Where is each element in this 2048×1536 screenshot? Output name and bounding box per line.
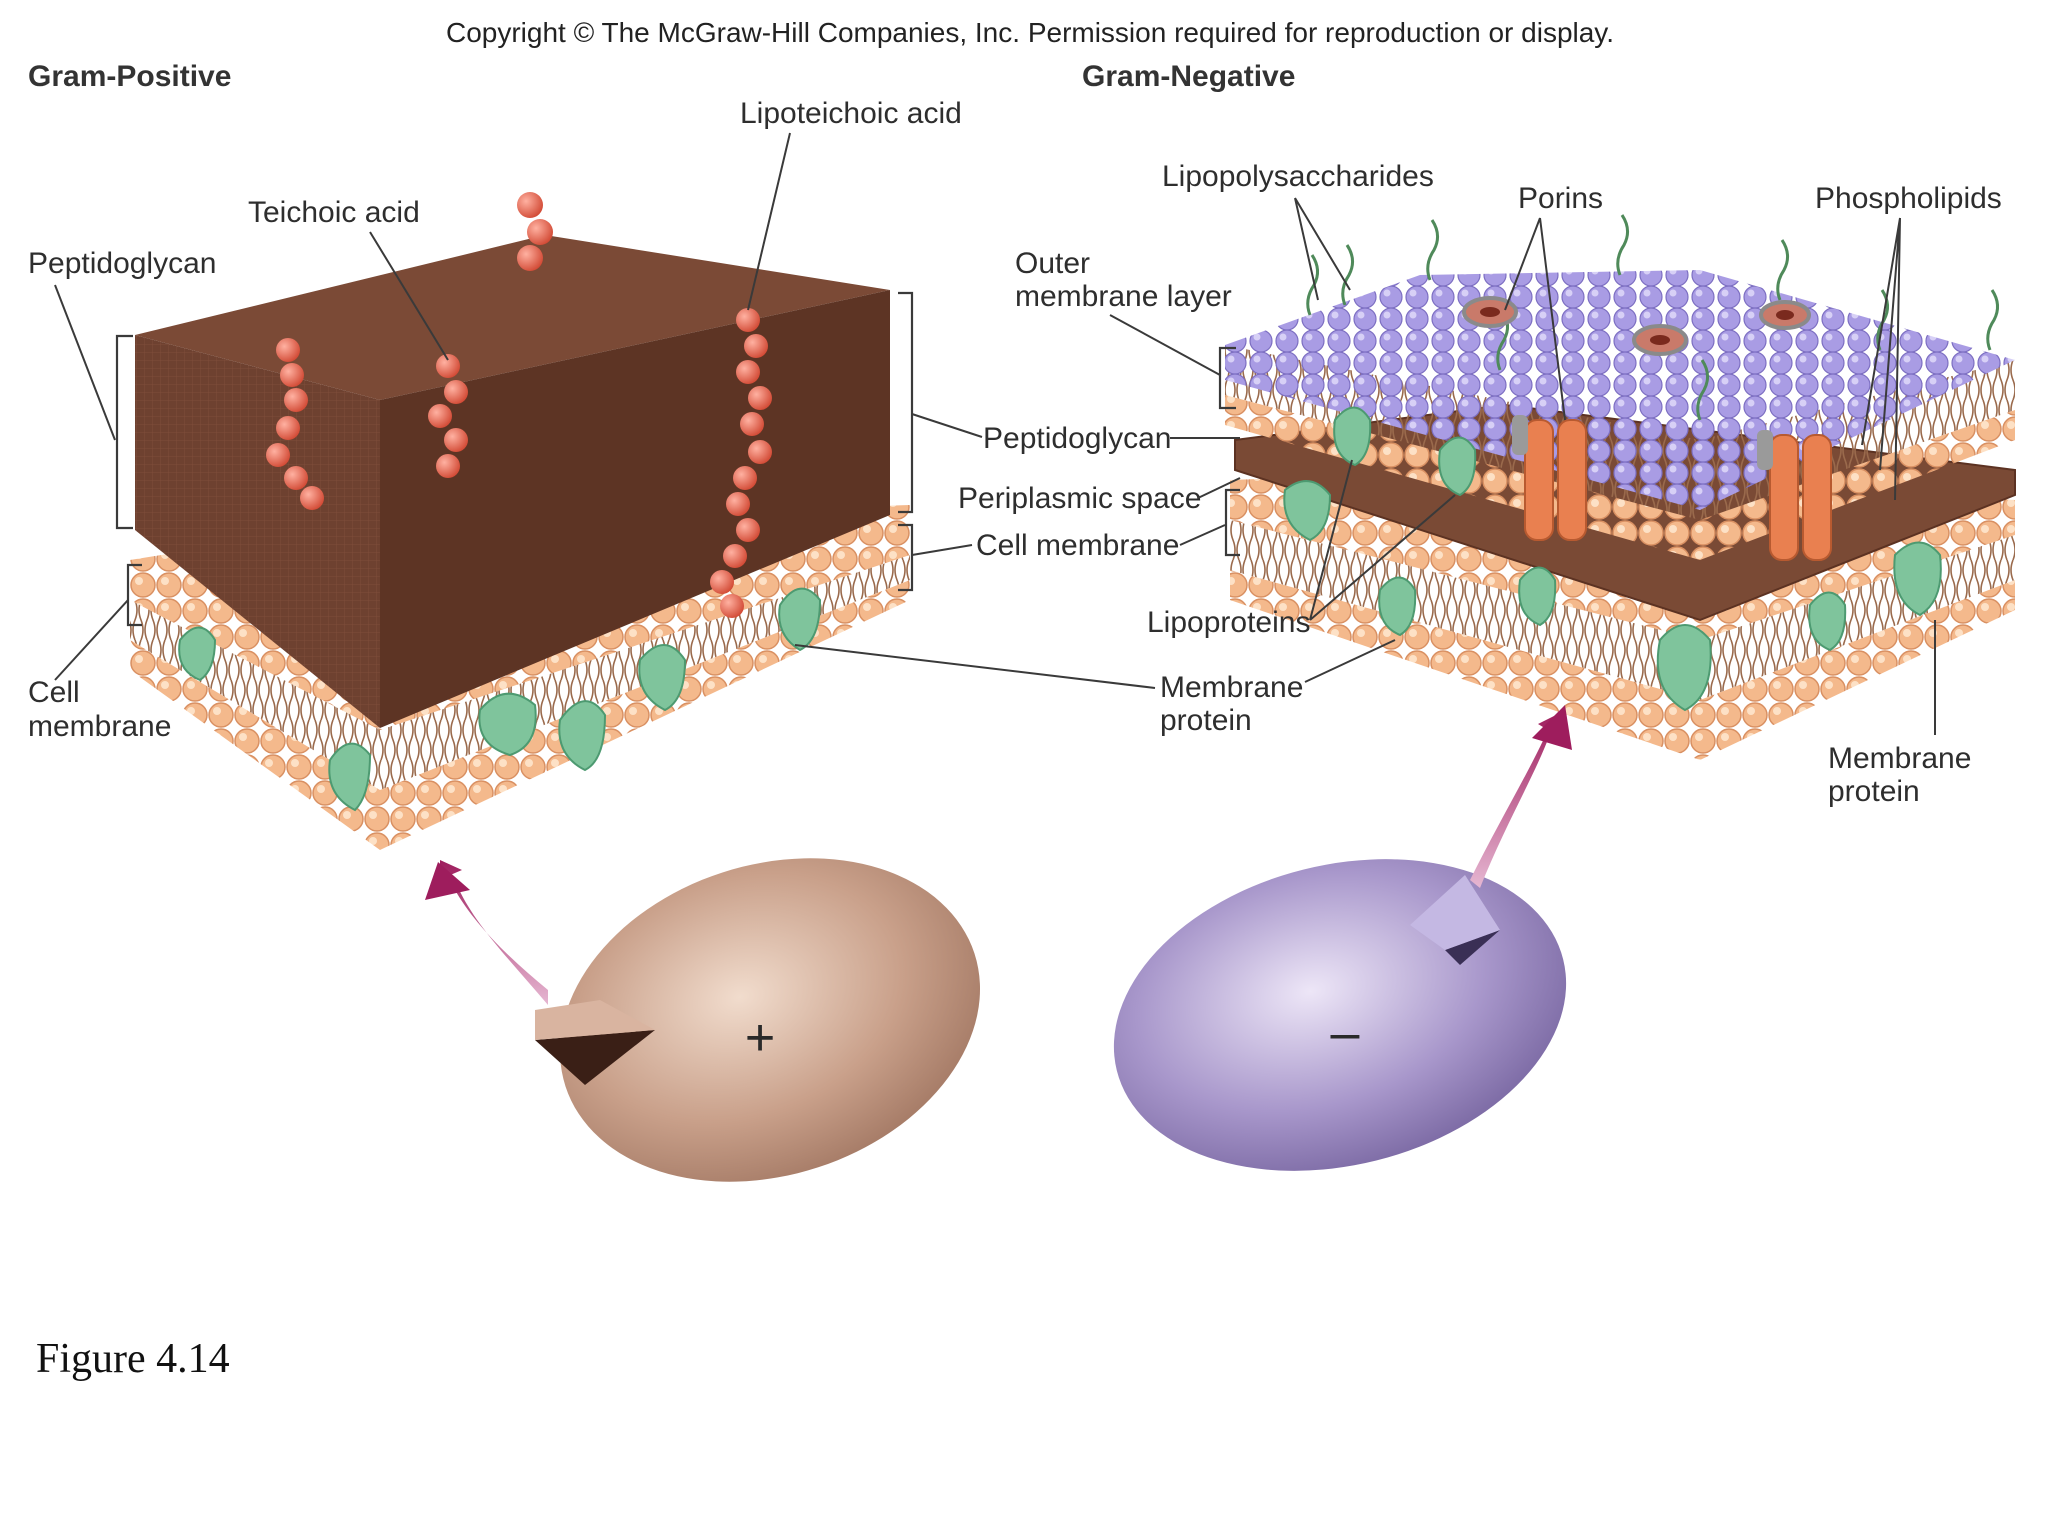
gp-membrane-protein: [778, 587, 822, 652]
gn-label-periplasmic-space: Periplasmic space: [958, 482, 1201, 515]
gp-label-cell-membrane-2: membrane: [28, 710, 171, 743]
gn-membrane-protein: [1893, 541, 1942, 617]
gp-membrane-protein: [478, 692, 537, 757]
gram-negative-heading: Gram-Negative: [1082, 60, 1295, 93]
gn-leader-membrane-protein: [794, 639, 1396, 689]
porin-surface-pore: [1632, 324, 1688, 356]
lipoprotein: [1333, 406, 1372, 467]
gn-membrane-protein: [1378, 576, 1417, 637]
gn-membrane-protein: [1656, 624, 1712, 712]
gn-cell-membrane-bracket: [1224, 488, 1240, 557]
teichoic-acid-chain: [428, 354, 468, 478]
gp-label-peptidoglycan: Peptidoglycan: [28, 247, 216, 280]
gn-label-lipoproteins: Lipoproteins: [1147, 606, 1310, 639]
gn-label-phospholipids: Phospholipids: [1815, 182, 2002, 215]
gn-membrane-protein: [1808, 591, 1847, 652]
porin-surface-pore: [1462, 296, 1518, 328]
gram-positive-heading: Gram-Positive: [28, 60, 231, 93]
figure-caption: Figure 4.14: [36, 1336, 230, 1382]
gp-membrane-protein: [638, 644, 687, 712]
gn-cutout-flap: [1410, 875, 1500, 950]
gn-leader-periplasmic-space: [1197, 477, 1241, 499]
gn-label-membrane-protein-1: Membrane: [1160, 671, 1303, 704]
teichoic-acid-chain: [266, 338, 324, 510]
gp-membrane-bottom: [130, 580, 910, 850]
gp-right-peptidoglycan-bracket: [898, 291, 914, 514]
gp-leader-cell-membrane: [54, 599, 129, 681]
gn-membrane-protein: [1518, 566, 1557, 627]
gp-cutout-flap: [535, 1000, 655, 1040]
gram-positive-cell: +: [535, 858, 981, 1182]
gn-leader-lipopolysaccharides: [1294, 197, 1351, 301]
gp-zoom-arrow: [440, 860, 548, 1005]
porin-channel: [1757, 430, 1832, 561]
gn-outer-membrane-bracket: [1218, 346, 1236, 410]
gp-leader-lipoteichoic-acid: [747, 132, 791, 311]
gn-cell-sign: –: [1331, 1004, 1360, 1062]
gp-label-teichoic-acid: Teichoic acid: [248, 196, 420, 229]
gp-leader-peptidoglycan: [54, 284, 116, 441]
gn-cutout-wedge: [1445, 930, 1500, 965]
gn-label-cell-membrane: Cell membrane: [976, 529, 1179, 562]
teichoic-acid-chain: [517, 192, 553, 271]
gn-label-peptidoglycan: Peptidoglycan: [983, 422, 1171, 455]
gn-label-membrane-protein-right-2: protein: [1828, 775, 1920, 808]
gn-zoom-arrow: [1470, 712, 1562, 888]
gn-leader-phospholipids: [1861, 217, 1901, 501]
gn-inner-membrane-bottom: [1230, 570, 2015, 760]
lipopolysaccharide-strands: [1306, 214, 1999, 421]
gn-label-porins: Porins: [1518, 182, 1603, 215]
lipoprotein: [1438, 436, 1477, 497]
gn-zoom-arrow-head: [1532, 705, 1572, 750]
gn-label-lipopolysaccharides: Lipopolysaccharides: [1162, 160, 1434, 193]
porin-channel: [1512, 415, 1587, 541]
gp-cell-sign: +: [745, 1009, 775, 1067]
gp-label-lipoteichoic-acid: Lipoteichoic acid: [740, 97, 962, 130]
gn-membrane-protein: [1283, 480, 1332, 542]
gn-label-membrane-protein-right-1: Membrane: [1828, 742, 1971, 775]
gn-label-membrane-protein-2: protein: [1160, 704, 1252, 737]
gn-leader-porins: [1504, 217, 1566, 421]
gn-outer-membrane-bottom-lipids: [1225, 395, 2015, 560]
copyright-notice: Copyright © The McGraw-Hill Companies, I…: [446, 17, 1614, 48]
gn-leader-cell-membrane: [911, 524, 1226, 556]
gp-zoom-arrow-head: [425, 862, 470, 900]
gn-leader-lipoproteins: [1309, 459, 1456, 621]
gn-label-outer-membrane-2: membrane layer: [1015, 280, 1232, 313]
gp-label-cell-membrane-1: Cell: [28, 676, 80, 709]
gp-membrane-protein: [558, 700, 607, 772]
gp-peptidoglycan-front: [135, 335, 380, 728]
gram-positive-illustration: [115, 192, 914, 850]
lipoteichoic-acid-chain: [710, 308, 772, 618]
gp-cell-membrane-bracket: [126, 563, 142, 627]
gn-leader-peptidoglycan: [911, 413, 1240, 439]
gp-membrane-protein: [178, 626, 217, 682]
gp-right-membrane-bracket: [898, 523, 914, 592]
gp-peptidoglycan-top: [135, 235, 890, 400]
gp-cutout-wedge: [535, 1030, 655, 1085]
gp-leader-teichoic-acid: [369, 231, 449, 361]
gn-leader-outer-membrane: [1109, 314, 1221, 376]
gn-label-outer-membrane-1: Outer: [1015, 247, 1090, 280]
gp-membrane-tails: [130, 555, 910, 790]
gram-negative-cell: –: [1113, 859, 1567, 1171]
gp-peptidoglycan-bracket: [115, 334, 133, 530]
gp-membrane-protein: [328, 742, 372, 812]
gram-negative-illustration: [1218, 214, 2016, 760]
porin-surface-pore: [1759, 300, 1811, 330]
